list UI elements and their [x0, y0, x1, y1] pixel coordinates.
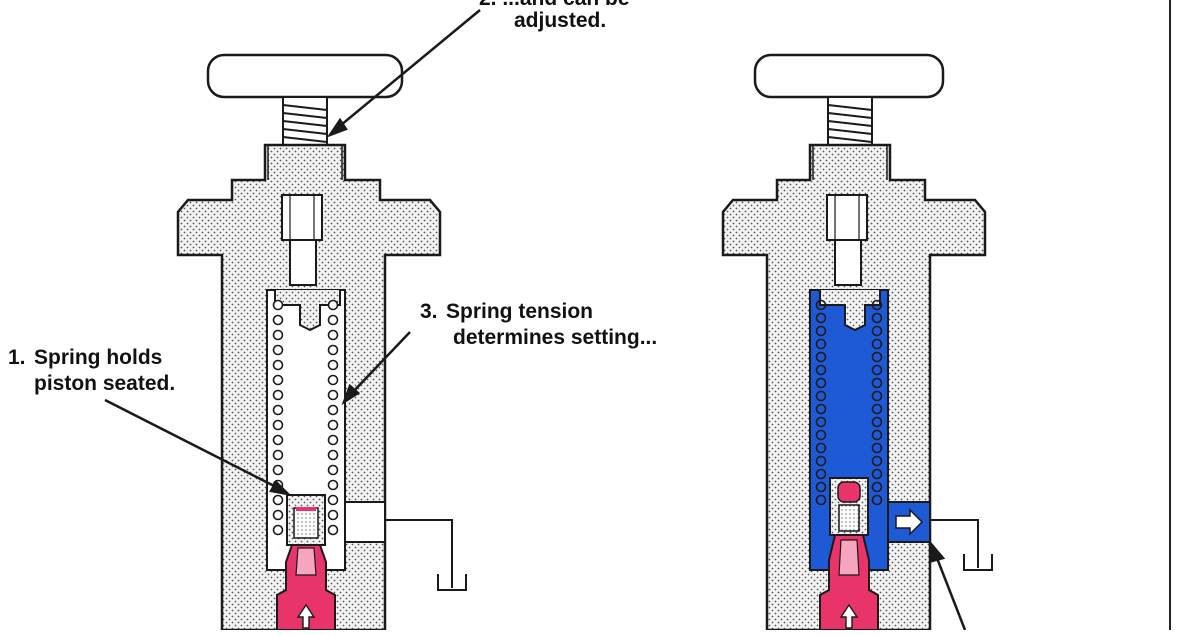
tank-line: [385, 519, 453, 588]
spring-seat: [819, 290, 881, 332]
valve-left: [176, 53, 467, 632]
adjust-knob: [206, 53, 404, 99]
adjust-knob: [753, 53, 945, 99]
callout-line: determines setting...: [453, 326, 658, 349]
adjuster-hex: [281, 194, 323, 241]
callout-number: 3.: [420, 300, 438, 323]
callout-line: Spring tension: [446, 300, 593, 323]
tank-line: [930, 519, 979, 568]
callout-adjustable-partial: 2. ...and can be: [479, 0, 630, 12]
callout-spring-tension: 3. Spring tension determines setting...: [420, 299, 657, 351]
callout-adjusted: adjusted.: [514, 9, 607, 32]
callout-line: piston seated.: [34, 372, 176, 395]
tank-return-icon: [963, 554, 993, 571]
adjuster-stem: [834, 239, 862, 286]
arrowhead: [269, 479, 292, 496]
right-arrow-icon: [895, 508, 924, 536]
callout-number: 1.: [8, 346, 26, 369]
arrowhead: [326, 117, 348, 138]
piston-tip: [837, 481, 861, 503]
piston-plug: [293, 507, 319, 539]
arrowhead: [930, 541, 946, 563]
callout-spring-holds: 1. Spring holds piston seated.: [8, 345, 175, 397]
up-arrow-icon: [839, 603, 859, 629]
adjuster-hex: [826, 194, 868, 241]
leader-arrows: [104, 9, 967, 631]
piston-plug: [838, 504, 860, 532]
arrowhead: [341, 383, 361, 406]
spring-coils: [815, 299, 883, 506]
piston-tip: [296, 507, 316, 511]
tank-return-icon: [437, 574, 467, 591]
adjuster-stem: [289, 239, 317, 286]
up-arrow-icon: [296, 603, 316, 629]
callout-line: Spring holds: [34, 346, 163, 369]
valve-right: [721, 53, 993, 632]
outlet-port: [344, 501, 386, 543]
